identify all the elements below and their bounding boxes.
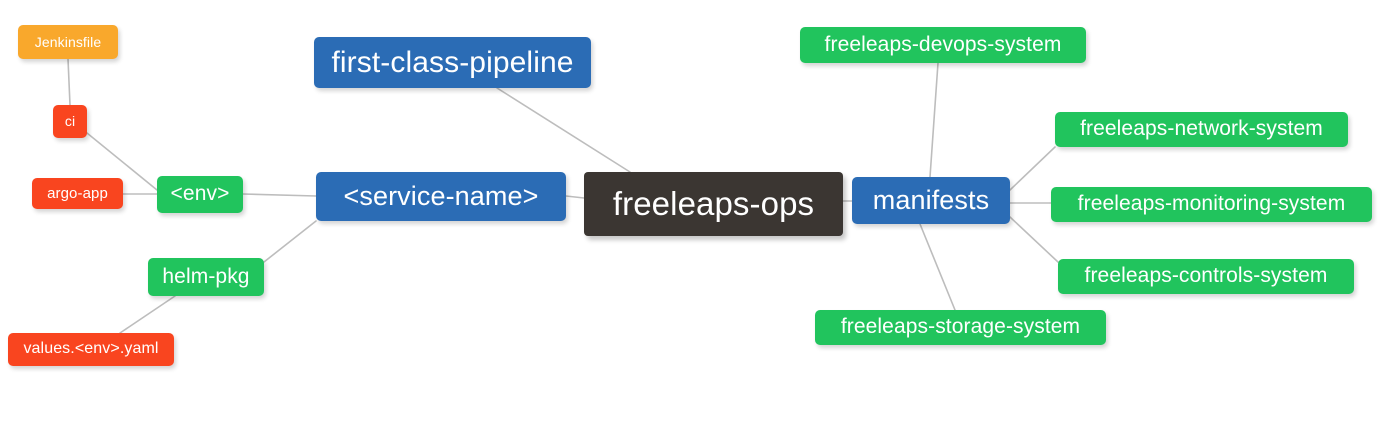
node-label: freeleaps-storage-system	[840, 315, 1081, 339]
node-label: helm-pkg	[162, 264, 250, 288]
node-freeleaps-network-system[interactable]: freeleaps-network-system	[1055, 112, 1348, 147]
node-manifests[interactable]: manifests	[852, 177, 1010, 224]
edge-service-name-to-freeleaps-ops	[565, 195, 585, 199]
node-first-class-pipeline[interactable]: first-class-pipeline	[314, 37, 591, 88]
node-label: freeleaps-ops	[612, 184, 815, 222]
node-label: freeleaps-controls-system	[1084, 264, 1328, 288]
edge-first-class-pipeline-to-freeleaps-ops	[496, 87, 631, 173]
edge-ci-to-env	[86, 132, 158, 191]
edge-manifests-to-freeleaps-storage-system	[919, 223, 956, 311]
node-label: freeleaps-network-system	[1080, 117, 1323, 141]
node-label: argo-app	[47, 184, 108, 202]
node-label: Jenkinsfile	[34, 33, 102, 50]
edge-jenkinsfile-to-ci	[67, 58, 71, 106]
node-label: manifests	[872, 185, 990, 216]
node-freeleaps-monitoring-system[interactable]: freeleaps-monitoring-system	[1051, 187, 1372, 222]
node-ci[interactable]: ci	[53, 105, 87, 138]
node-argo-app[interactable]: argo-app	[32, 178, 123, 209]
edge-helm-pkg-to-values-yaml	[119, 295, 176, 334]
edge-manifests-to-freeleaps-controls-system	[1009, 216, 1059, 263]
edge-manifests-to-freeleaps-network-system	[1009, 146, 1056, 191]
node-freeleaps-ops[interactable]: freeleaps-ops	[584, 172, 843, 236]
node-service-name[interactable]: <service-name>	[316, 172, 566, 221]
node-label: first-class-pipeline	[331, 45, 574, 79]
node-helm-pkg[interactable]: helm-pkg	[148, 258, 264, 296]
node-label: ci	[64, 113, 76, 130]
node-label: freeleaps-monitoring-system	[1077, 192, 1346, 216]
node-freeleaps-storage-system[interactable]: freeleaps-storage-system	[815, 310, 1106, 345]
node-label: values.<env>.yaml	[23, 340, 159, 358]
node-freeleaps-controls-system[interactable]: freeleaps-controls-system	[1058, 259, 1354, 294]
edge-service-name-to-helm-pkg	[263, 220, 317, 263]
node-jenkinsfile[interactable]: Jenkinsfile	[18, 25, 118, 59]
node-env[interactable]: <env>	[157, 176, 243, 213]
edge-manifests-to-freeleaps-devops-system	[929, 62, 939, 178]
node-values-yaml[interactable]: values.<env>.yaml	[8, 333, 174, 366]
node-label: <service-name>	[343, 181, 539, 212]
node-label: freeleaps-devops-system	[824, 32, 1062, 56]
node-label: <env>	[170, 182, 230, 206]
node-freeleaps-devops-system[interactable]: freeleaps-devops-system	[800, 27, 1086, 63]
edge-env-to-service-name	[242, 193, 317, 197]
